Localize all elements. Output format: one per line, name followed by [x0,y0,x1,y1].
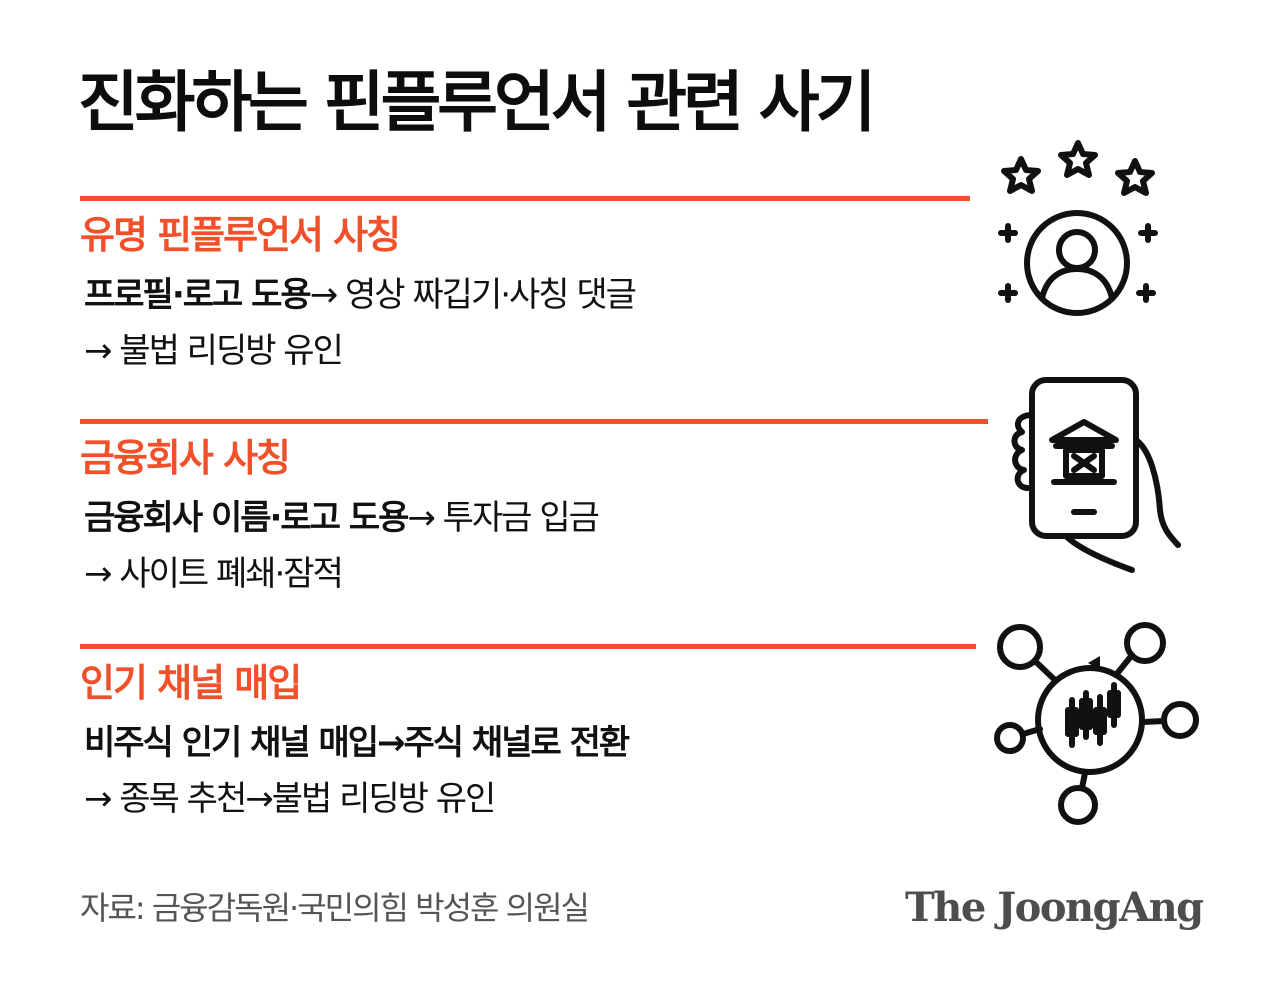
influencer-stars-icon [998,140,1158,316]
page-title: 진화하는 핀플루언서 관련 사기 [78,64,876,141]
section-heading: 인기 채널 매입 [80,661,302,705]
section-divider [80,196,970,201]
section-divider [80,644,976,649]
section-line-1: 비주식 인기 채널 매입→주식 채널로 전환 [84,723,630,763]
phone-bank-icon [1011,377,1181,573]
section-line-1-bold: 프로필·로고 도용 [84,275,312,315]
section-line-1-rest: → 영상 짜깁기·사칭 댓글 [309,275,637,315]
section-line-1: 금융회사 이름·로고 도용→ 투자금 입금 [84,498,600,538]
section-heading: 금융회사 사칭 [80,436,291,480]
section-line-1-rest: → 투자금 입금 [407,498,600,538]
section-line-2: → 불법 리딩방 유인 [84,331,344,371]
section-line-1-bold: 금융회사 이름·로고 도용 [84,498,409,538]
source-caption: 자료: 금융감독원·국민의힘 박성훈 의원실 [80,889,590,927]
section-line-2: → 사이트 폐쇄·잠적 [84,554,344,594]
section-heading: 유명 핀플루언서 사칭 [80,213,401,257]
section-line-2: → 종목 추천→불법 리딩방 유인 [84,779,496,819]
section-divider [80,419,988,424]
section-line-1: 프로필·로고 도용→ 영상 짜깁기·사칭 댓글 [84,275,637,315]
publisher-logo: The JoongAng [905,884,1204,931]
section-line-1-bold: 비주식 인기 채널 매입→주식 채널로 전환 [84,723,630,763]
stock-network-icon [994,622,1199,825]
